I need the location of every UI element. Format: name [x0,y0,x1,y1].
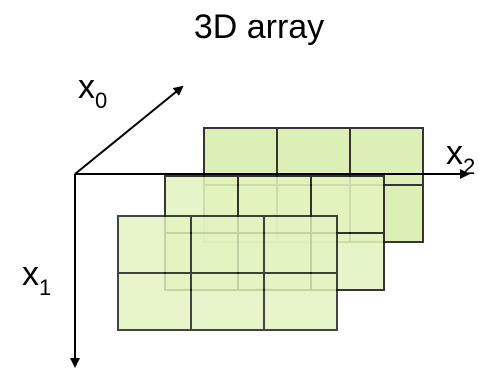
axes [70,85,470,368]
array-cell [190,215,265,274]
front-layer [117,215,338,331]
array-cell [263,272,338,331]
array-layers [117,127,424,331]
x0-axis-arrow [74,85,184,175]
array-cell [190,272,265,331]
array-cell [117,215,192,274]
x2-axis-label: x2 [446,134,475,179]
x0-axis-label: x0 [78,68,107,113]
array-cell [117,272,192,331]
diagram-title: 3D array [194,8,324,46]
array-cell [263,215,338,274]
x1-axis-label: x1 [22,255,51,300]
